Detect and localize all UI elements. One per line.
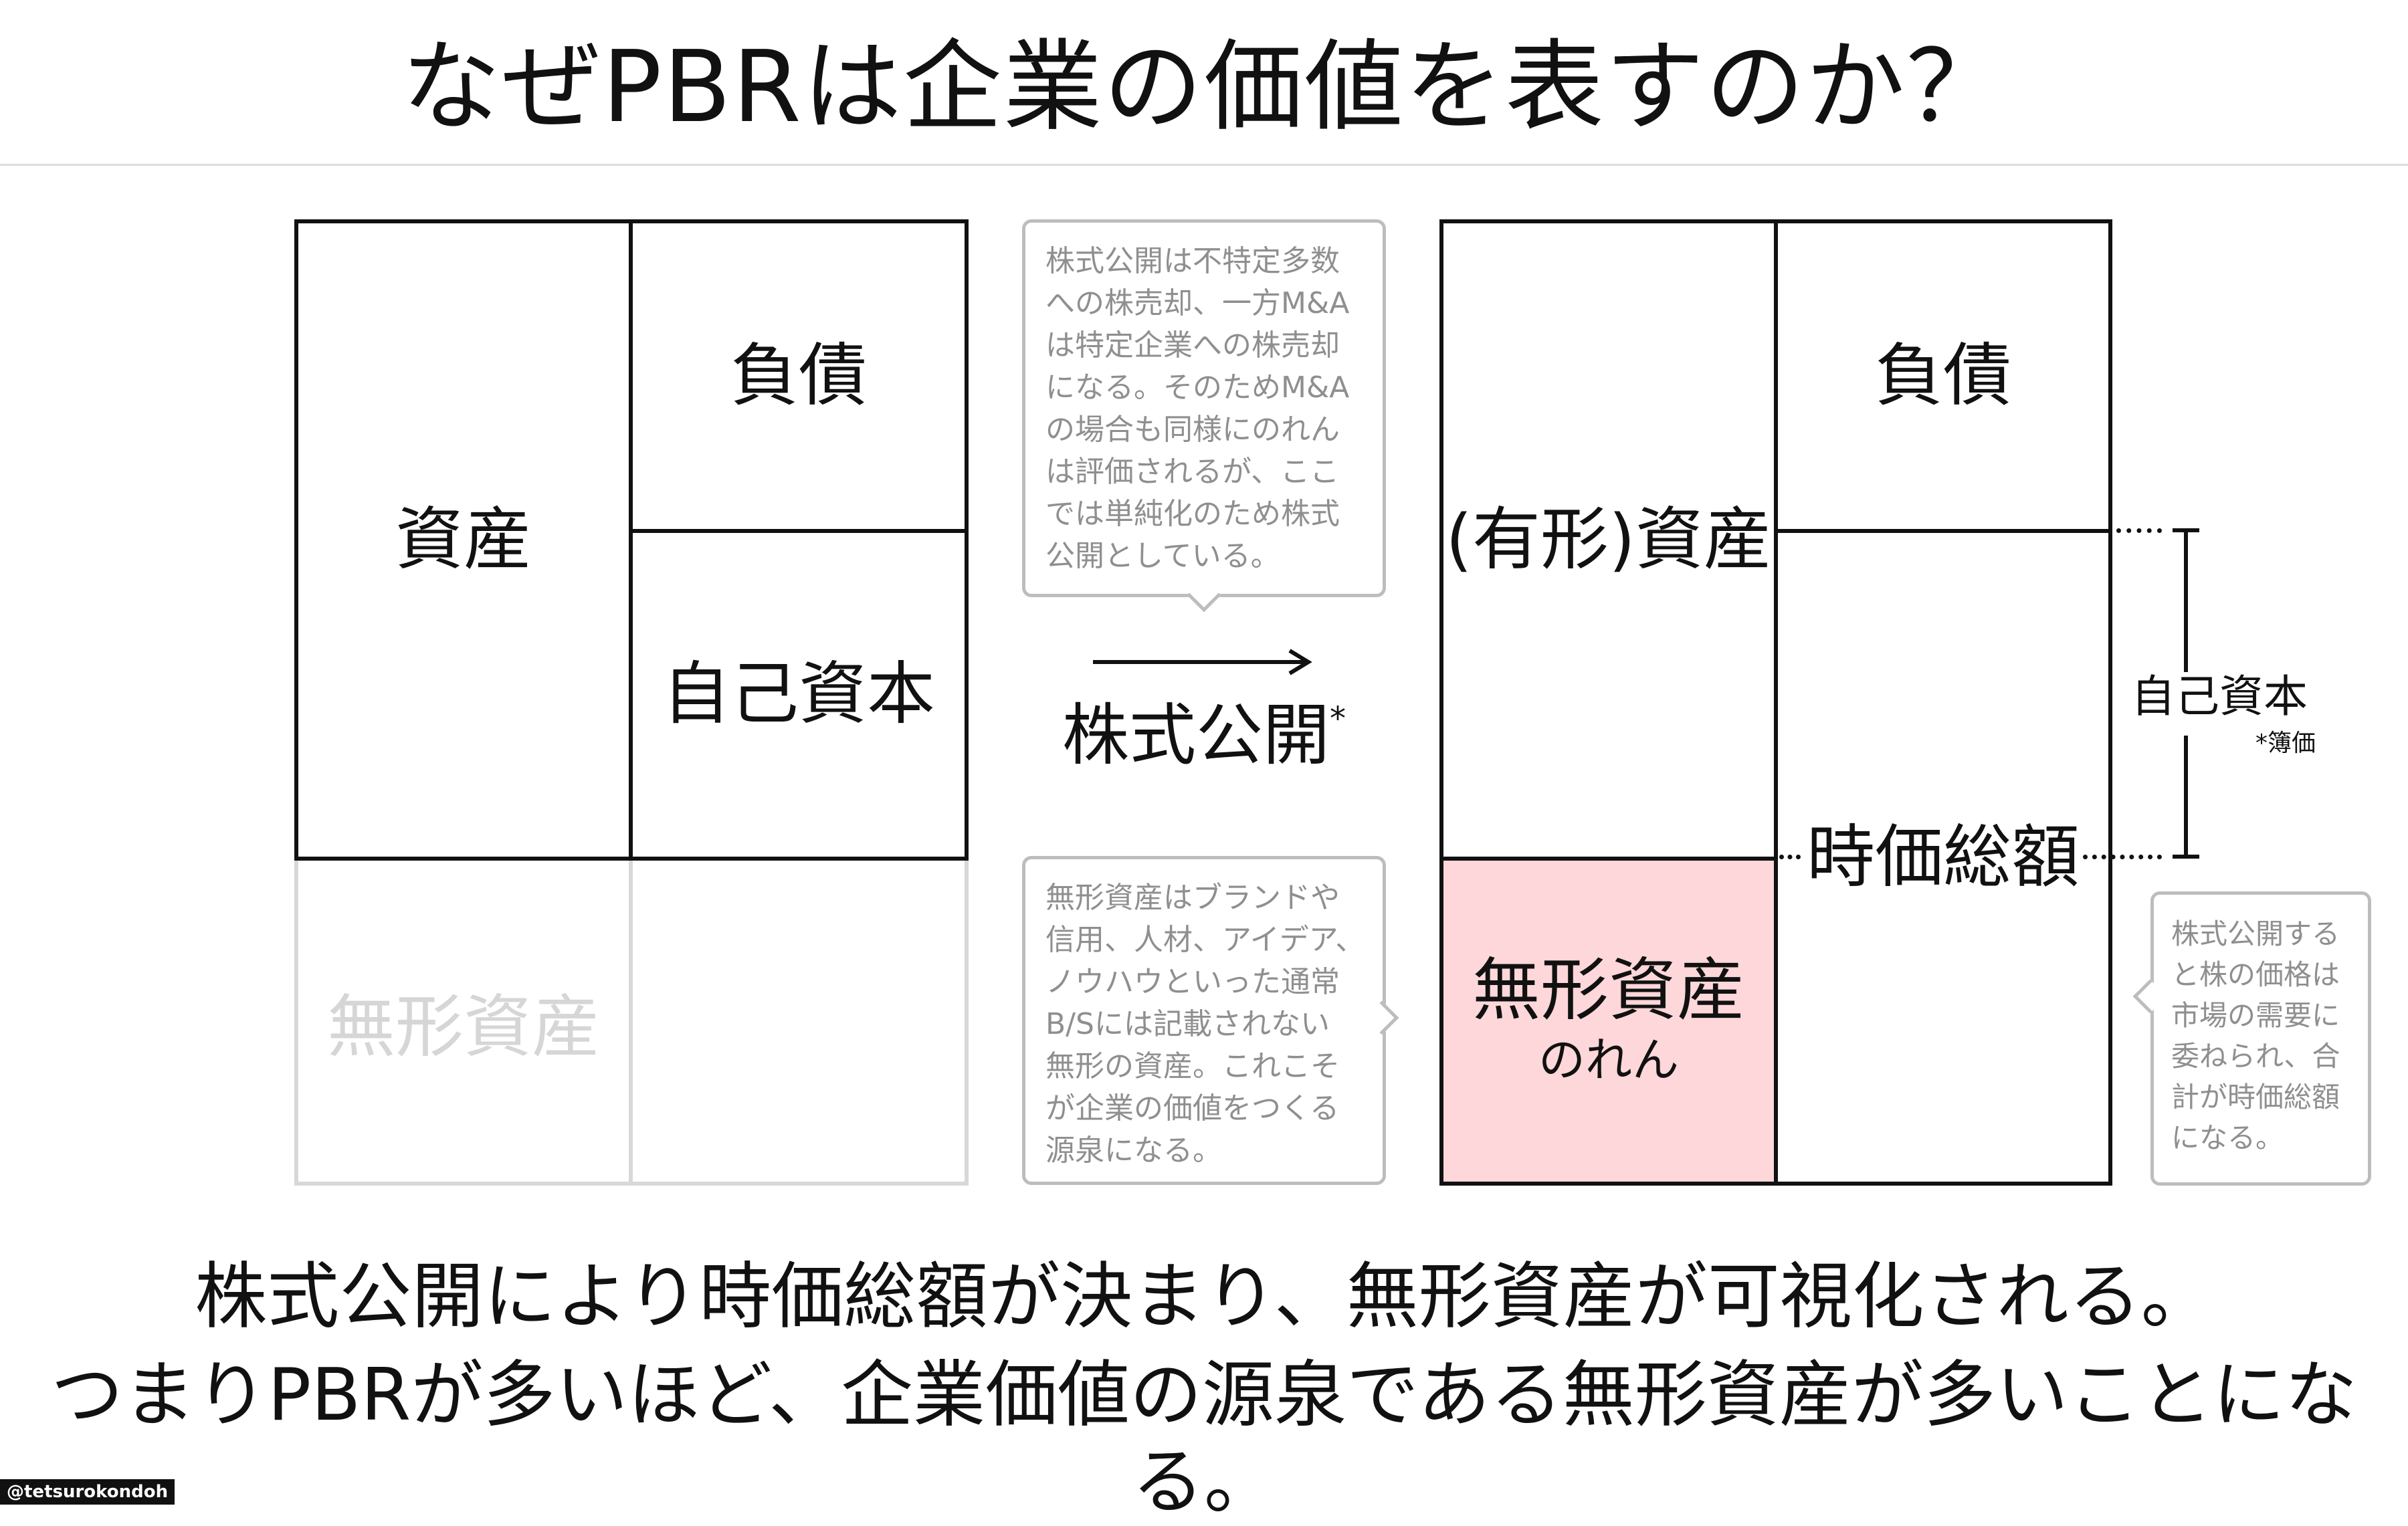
right-intangible-label: 無形資産	[1472, 950, 1745, 1030]
left-equity-label: 自己資本	[662, 655, 935, 735]
right-tangible-assets-cell: (有形)資産	[1439, 219, 1778, 861]
market-cap-label-wrap: 時価総額	[1774, 811, 2112, 905]
left-liabilities-cell: 負債	[629, 219, 969, 533]
callout-line: では単純化のため株式	[1045, 497, 1340, 531]
bracket-line-lower	[2184, 736, 2188, 859]
title-divider	[0, 164, 2408, 166]
callout-line: 公開としている。	[1045, 539, 1280, 573]
right-arrow-icon	[1093, 649, 1312, 675]
callout-line: は評価されるが、ここ	[1045, 455, 1340, 489]
market-cap-leader-dots	[1779, 855, 1801, 859]
left-intangible-faint-label-wrap: 無形資産	[294, 857, 633, 1186]
book-value-note: *簿価	[2255, 730, 2316, 757]
left-assets-cell: 資産	[294, 219, 633, 861]
ipo-label: 株式公開*	[1043, 695, 1365, 776]
callout-line: 株式公開する	[2171, 917, 2340, 950]
callout-line: になる。そのためM&A	[1045, 370, 1350, 405]
left-empty-faint-cell	[629, 857, 969, 1186]
market-cap-label: 時価総額	[1797, 818, 2089, 897]
ipo-label-text: 株式公開	[1062, 696, 1330, 774]
bracket-top-dots	[2116, 528, 2162, 533]
callout-intangible-note: 無形資産はブランドや 信用、人材、アイデア、 ノウハウといった通常 B/Sには記…	[1022, 856, 1386, 1185]
goodwill-label: のれん	[1538, 1032, 1679, 1088]
callout-line: B/Sには記載されない	[1045, 1007, 1330, 1041]
callout-line: 株式公開は不特定多数	[1045, 244, 1340, 278]
callout-line: 市場の需要に	[2171, 999, 2340, 1032]
author-watermark: @tetsurokondoh	[0, 1479, 175, 1505]
callout-line: と株の価格は	[2171, 958, 2340, 991]
callout-line: 無形の資産。これこそ	[1045, 1049, 1340, 1083]
left-assets-label: 資産	[395, 500, 532, 580]
callout-line: が企業の価値をつくる	[1045, 1091, 1340, 1125]
bracket-line-upper	[2184, 528, 2188, 672]
callout-line: への株売却、一方M&A	[1045, 286, 1350, 320]
left-liabilities-label: 負債	[730, 336, 867, 416]
callout-line: は特定企業への株売却	[1045, 328, 1340, 362]
left-intangible-label: 無形資産	[327, 987, 600, 1067]
callout-line: ノウハウといった通常	[1045, 965, 1340, 999]
callout-ipo-note: 株式公開は不特定多数 への株売却、一方M&A は特定企業への株売却 になる。その…	[1022, 219, 1386, 597]
right-liabilities-label: 負債	[1875, 336, 2011, 416]
conclusion-line-1: 株式公開により時価総額が決まり、無形資産が可視化される。	[195, 1255, 2213, 1339]
callout-line: 計が時価総額	[2171, 1081, 2340, 1113]
callout-line: 信用、人材、アイデア、	[1045, 923, 1365, 957]
callout-line: の場合も同様にのれん	[1045, 413, 1340, 447]
callout-line: 源泉になる。	[1045, 1133, 1222, 1168]
equity-bracket-label: 自己資本	[2131, 671, 2308, 722]
bracket-bottom-dots	[2083, 855, 2162, 859]
left-equity-cell: 自己資本	[629, 529, 969, 861]
ipo-footnote-mark: *	[1330, 700, 1346, 738]
callout-line: になる。	[2171, 1121, 2284, 1154]
conclusion-line-2: つまりPBRが多いほど、企業価値の源泉である無形資産が多いことになる。	[51, 1353, 2357, 1524]
right-intangible-goodwill-cell: 無形資産 のれん	[1439, 857, 1778, 1186]
callout-line: 無形資産はブランドや	[1045, 881, 1340, 915]
right-tangible-assets-label: (有形)資産	[1445, 500, 1772, 580]
page-title: なぜPBRは企業の価値を表すのか？	[401, 29, 2007, 144]
callout-line: 委ねられ、合	[2171, 1040, 2340, 1073]
callout-market-note: 株式公開する と株の価格は 市場の需要に 委ねられ、合 計が時価総額 になる。	[2150, 891, 2371, 1186]
right-liabilities-cell: 負債	[1774, 219, 2112, 533]
